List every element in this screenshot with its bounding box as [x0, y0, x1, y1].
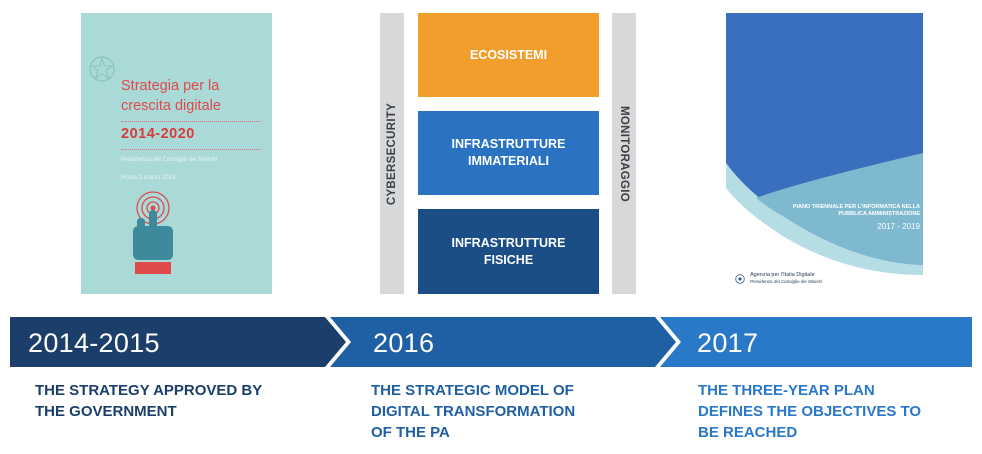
divider	[121, 121, 261, 122]
timeline-step-2016	[330, 317, 676, 367]
timeline-step-2014	[10, 317, 346, 367]
year-label-2017: 2017	[697, 328, 759, 358]
cover-years: 2014-2020	[121, 126, 195, 142]
cybersecurity-label: CYBERSECURITY	[386, 102, 398, 205]
monitoraggio-bar: MONITORAGGIO	[612, 13, 636, 294]
timeline-step-2017	[660, 317, 972, 367]
three-year-plan-cover: PIANO TRIENNALE PER L'INFORMATICA NELLA …	[726, 13, 923, 294]
divider	[121, 149, 261, 150]
italian-emblem-icon	[89, 56, 115, 82]
cybersecurity-bar: CYBERSECURITY	[380, 13, 404, 294]
cover-subtitle: Presidenza del Consiglio dei Ministri	[121, 157, 218, 163]
block-infrastrutture-immateriali: INFRASTRUTTURE IMMATERIALI	[418, 111, 599, 195]
plan-title: PIANO TRIENNALE PER L'INFORMATICA NELLA …	[792, 204, 920, 217]
agency-name: Agenzia per l'Italia Digitale	[750, 272, 815, 278]
monitoraggio-label: MONITORAGGIO	[618, 105, 630, 202]
plan-years: 2017 - 2019	[877, 222, 920, 231]
year-label-2016: 2016	[373, 328, 435, 358]
block-infrastrutture-fisiche: INFRASTRUTTURE FISICHE	[418, 209, 599, 294]
touch-hand-icon	[133, 191, 173, 274]
year-label-2014-2015: 2014-2015	[28, 328, 160, 358]
seal-icon	[735, 274, 745, 284]
timeline-bar	[10, 317, 972, 367]
block-ecosistemi: ECOSISTEMI	[418, 13, 599, 97]
description-2016: THE STRATEGIC MODEL OF DIGITAL TRANSFORM…	[371, 382, 576, 441]
cover-title: Strategia per la crescita digitale	[121, 78, 221, 114]
cover-date: Roma 3 marzo 2015	[121, 175, 176, 181]
strategic-model-diagram: CYBERSECURITY MONITORAGGIO ECOSISTEMI IN…	[380, 13, 637, 294]
agency-subtitle: Presidenza del Consiglio dei Ministri	[750, 279, 823, 284]
strategy-cover: Strategia per la crescita digitale 2014-…	[81, 13, 272, 294]
description-2017: THE THREE-YEAR PLAN DEFINES THE OBJECTIV…	[698, 382, 922, 441]
description-2014-2015: THE STRATEGY APPROVED BY THE GOVERNMENT	[35, 382, 263, 420]
cover-graphic	[726, 13, 923, 294]
